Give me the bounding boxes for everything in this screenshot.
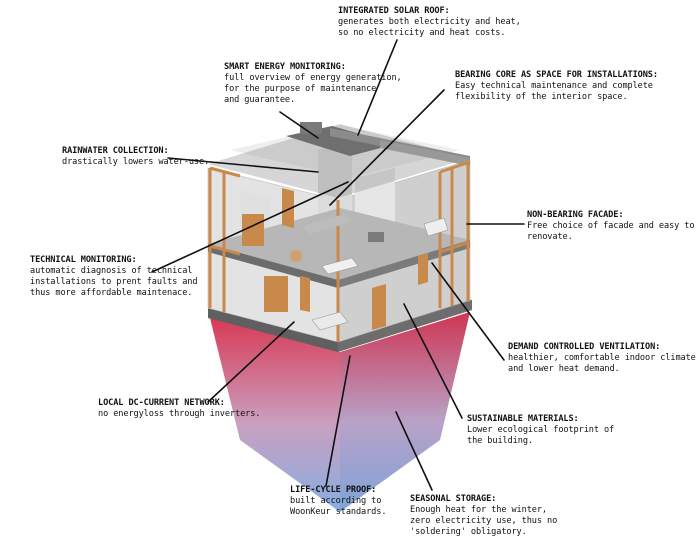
label-title: SUSTAINABLE MATERIALS: xyxy=(467,414,579,424)
label-text: full overview of energy generation, for … xyxy=(224,73,402,105)
leader-rain xyxy=(167,157,319,173)
label-text: Easy technical maintenance and complete … xyxy=(455,81,653,102)
doors xyxy=(282,188,428,330)
label-title: RAINWATER COLLECTION: xyxy=(62,146,169,156)
label-solar-roof: INTEGRATED SOLAR ROOF: generates both el… xyxy=(338,6,521,39)
label-text: drastically lowers water-use. xyxy=(62,157,210,167)
leader-core xyxy=(329,89,445,206)
leader-lifecycle xyxy=(325,355,351,487)
label-text: Free choice of facade and easy to renova… xyxy=(527,221,695,242)
solar-roof xyxy=(208,122,470,198)
leader-dc xyxy=(207,321,295,403)
label-rainwater-collection: RAINWATER COLLECTION: drastically lowers… xyxy=(62,146,209,168)
label-text: automatic diagnosis of technical install… xyxy=(30,266,198,298)
label-text: no energyloss through inverters. xyxy=(98,409,261,419)
label-title: LOCAL DC-CURRENT NETWORK: xyxy=(98,398,225,408)
label-technical-monitoring: TECHNICAL MONITORING: automatic diagnosi… xyxy=(30,255,198,299)
leader-materials xyxy=(403,303,463,419)
leader-monitor xyxy=(279,111,319,139)
leader-tech xyxy=(151,181,349,273)
label-title: SMART ENERGY MONITORING: xyxy=(224,62,346,72)
label-non-bearing-facade: NON-BEARING FACADE: Free choice of facad… xyxy=(527,210,700,243)
label-sustainable-materials: SUSTAINABLE MATERIALS: Lower ecological … xyxy=(467,414,614,447)
label-local-dc-network: LOCAL DC-CURRENT NETWORK: no energyloss … xyxy=(98,398,260,420)
label-life-cycle-proof: LIFE-CYCLE PROOF: built according to Woo… xyxy=(290,485,387,518)
label-demand-controlled-ventilation: DEMAND CONTROLLED VENTILATION: healthier… xyxy=(508,342,696,375)
furniture xyxy=(242,214,449,331)
label-text: Lower ecological footprint of the buildi… xyxy=(467,425,615,446)
label-title: NON-BEARING FACADE: xyxy=(527,210,624,220)
label-seasonal-storage: SEASONAL STORAGE: Enough heat for the wi… xyxy=(410,494,557,538)
label-text: Enough heat for the winter, zero electri… xyxy=(410,505,558,537)
leader-storage xyxy=(395,411,433,491)
label-bearing-core: BEARING CORE AS SPACE FOR INSTALLATIONS:… xyxy=(455,70,658,103)
label-title: TECHNICAL MONITORING: xyxy=(30,255,137,265)
label-title: DEMAND CONTROLLED VENTILATION: xyxy=(508,342,661,352)
leader-lines xyxy=(151,39,525,491)
label-title: INTEGRATED SOLAR ROOF: xyxy=(338,6,450,16)
label-title: SEASONAL STORAGE: xyxy=(410,494,497,504)
label-text: healthier, comfortable indoor climate an… xyxy=(508,353,696,374)
leader-vent xyxy=(431,262,505,361)
label-text: generates both electricity and heat, so … xyxy=(338,17,521,38)
label-smart-energy-monitoring: SMART ENERGY MONITORING: full overview o… xyxy=(224,62,402,106)
label-title: LIFE-CYCLE PROOF: xyxy=(290,485,377,495)
leader-solar xyxy=(357,39,398,136)
seasonal-storage-block xyxy=(210,312,470,512)
label-text: built according to WoonKeur standards. xyxy=(290,496,387,517)
wooden-frames xyxy=(208,160,471,342)
label-title: BEARING CORE AS SPACE FOR INSTALLATIONS: xyxy=(455,70,658,80)
